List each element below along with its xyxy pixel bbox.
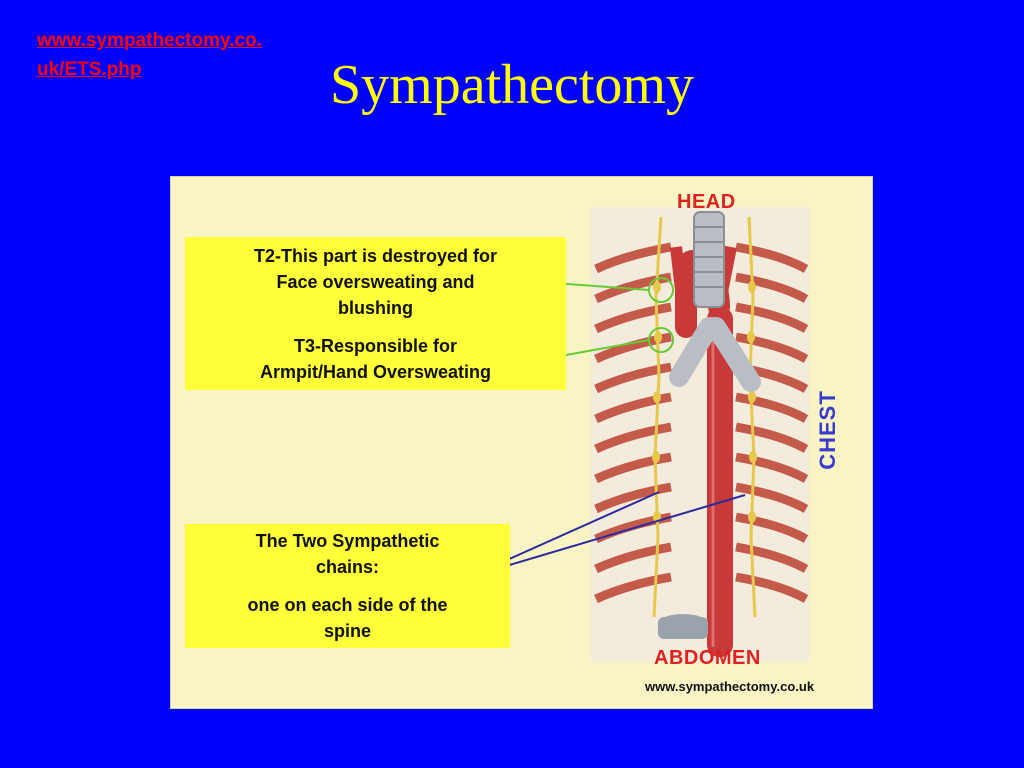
callout-t2-line2: Face oversweating and [276,272,475,292]
ganglia [652,281,757,523]
callout-t2-line1: T2-This part is destroyed for [253,246,498,266]
carotid-left [670,246,689,308]
label-chest: CHEST [815,390,840,470]
label-abdomen: ABDOMEN [654,647,761,669]
ribs-right [735,242,809,603]
chain-pointer-right [468,494,746,578]
callout-t2-line3: blushing [338,298,413,318]
right-bronchus [706,317,761,392]
t3-pointer [565,339,650,356]
trachea [693,211,725,308]
callout-t2-t3: T2-This part is destroyed for Face overs… [185,237,566,390]
figure-watermark: www.sympathectomy.co.uk [645,679,815,694]
anatomy-figure: T2-This part is destroyed for Face overs… [170,176,873,709]
left-bronchus [669,317,719,387]
callout-t3-line2: Armpit/Hand Oversweating [259,362,492,382]
callout-chains-line3: one on each side of the [247,595,448,615]
callout-chains-line1: The Two Sympathetic [255,531,440,551]
callout-chains: The Two Sympathetic chains: one on each … [185,524,510,648]
anatomy-illustration [468,207,809,662]
source-link[interactable]: www.sympathectomy.co.uk/ETS.php [37,30,262,80]
callout-chains-line4: spine [323,621,371,641]
callout-chains-line2: chains: [315,557,380,577]
slide-title: Sympathectomy [330,54,694,116]
ribs-left [594,242,672,604]
callout-t3-line1: T3-Responsible for [293,336,458,356]
label-head: HEAD [677,191,736,213]
